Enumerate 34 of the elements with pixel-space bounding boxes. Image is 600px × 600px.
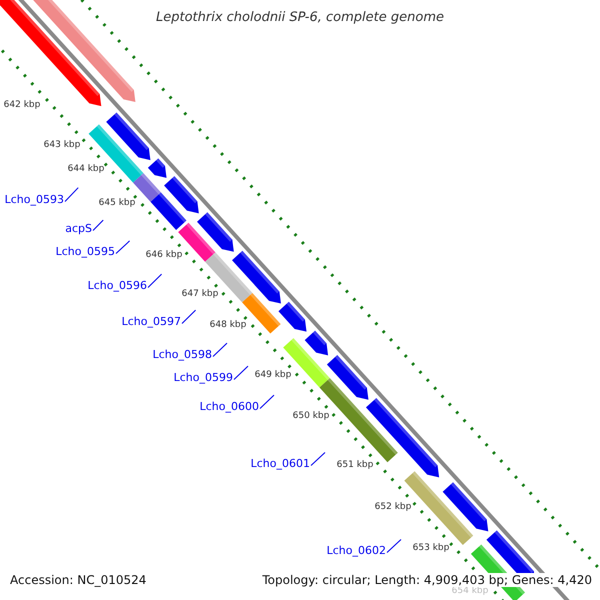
leader-line	[148, 274, 162, 288]
leader-line	[234, 366, 248, 380]
leader-line	[260, 394, 274, 409]
gene-label: Lcho_0593	[4, 193, 64, 206]
scale-label: 645 kbp	[98, 198, 136, 208]
gene-label: Lcho_0597	[122, 315, 181, 328]
scale-label: 652 kbp	[374, 502, 412, 512]
scale-label: 650 kbp	[292, 411, 330, 421]
gene-label: acpS	[65, 222, 92, 235]
gene-label: Lcho_0595	[56, 245, 115, 258]
scale-label: 646 kbp	[146, 250, 182, 260]
leader-line	[64, 187, 79, 202]
scale-label: 648 kbp	[210, 320, 246, 330]
leader-line	[386, 539, 402, 553]
scale-label: 649 kbp	[254, 370, 292, 380]
leader-line	[212, 342, 228, 357]
scale-label: 643 kbp	[44, 140, 80, 150]
scale-label: 642 kbp	[4, 100, 40, 110]
leader-line	[116, 240, 130, 254]
scale-label: 647 kbp	[182, 289, 218, 299]
leader-line	[310, 452, 326, 466]
scale-label: 651 kbp	[336, 460, 374, 470]
title: Leptothrix cholodnii SP-6, complete genome	[155, 10, 445, 25]
scale-label: 653 kbp	[412, 543, 450, 553]
gene-label: Lcho_0596	[88, 279, 147, 292]
gene-label: Lcho_0598	[152, 348, 212, 361]
gene-label: Lcho_0599	[174, 371, 233, 384]
leader-line	[182, 310, 196, 324]
gene-label: Lcho_0601	[250, 457, 310, 470]
scale-label: 644 kbp	[68, 164, 104, 174]
gene-label: Lcho_0600	[200, 400, 259, 413]
gene-label: Lcho_0602	[326, 544, 386, 557]
accession-text: Accession: NC_010524	[10, 573, 146, 587]
leader-line	[92, 220, 104, 231]
